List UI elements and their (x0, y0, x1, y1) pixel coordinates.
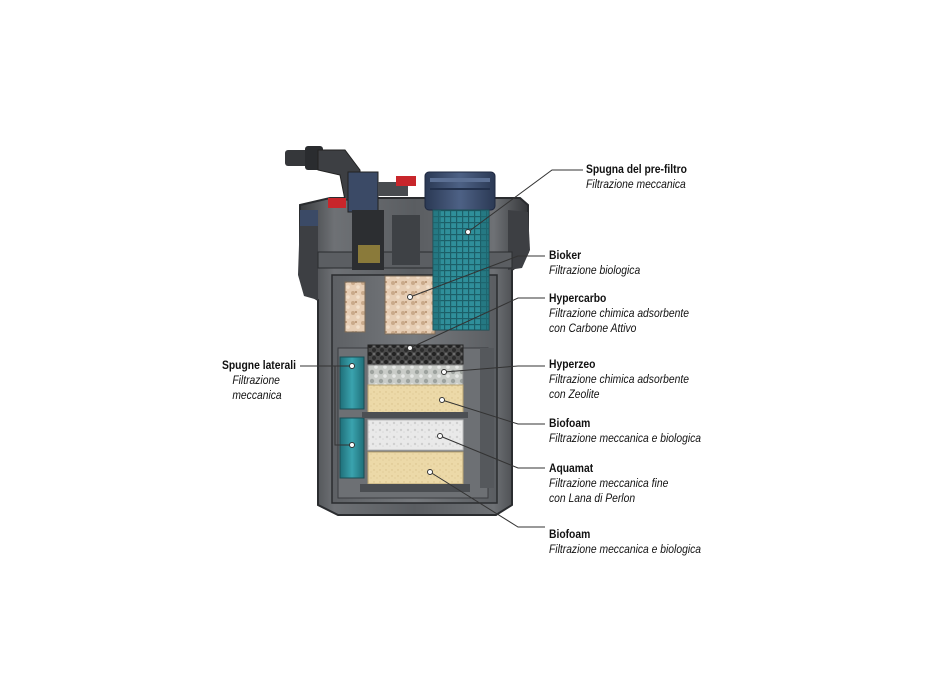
label-desc: Filtrazione meccanica (586, 177, 686, 191)
label-hyperzeo: Hyperzeo Filtrazione chimica adsorbente … (549, 357, 712, 402)
pump-assembly (285, 146, 420, 270)
label-biofoam-top: Biofoam Filtrazione meccanica e biologic… (549, 416, 726, 446)
label-aquamat: Aquamat Filtrazione meccanica fine con L… (549, 461, 688, 506)
leader-hypercarbo (409, 297, 545, 349)
leader-lines (300, 169, 583, 528)
aquamat-media (367, 419, 464, 451)
label-title: Biofoam (549, 416, 591, 430)
leader-bioker (409, 255, 545, 298)
side-sponges (339, 356, 365, 479)
label-title: Biofoam (549, 527, 591, 541)
biofoam-bottom-media (367, 451, 464, 485)
media-stack (360, 344, 470, 492)
leader-hyperzeo (443, 365, 545, 373)
label-title: Spugna del pre-filtro (586, 162, 687, 176)
label-desc-2: meccanica (232, 388, 282, 402)
label-desc: Filtrazione meccanica e biologica (549, 431, 702, 445)
label-desc-2: con Carbone Attivo (549, 321, 637, 335)
leader-biofoam-top (441, 399, 545, 425)
label-hypercarbo: Hypercarbo Filtrazione chimica adsorbent… (549, 291, 712, 336)
hyperzeo-media (367, 364, 464, 386)
label-desc: Filtrazione chimica adsorbente (549, 372, 689, 386)
leader-dots (349, 229, 471, 475)
label-bioker: Bioker Filtrazione biologica (549, 248, 655, 278)
label-prefilter: Spugna del pre-filtro Filtrazione meccan… (586, 162, 703, 192)
label-desc: Filtrazione meccanica fine (549, 476, 669, 490)
label-title: Bioker (549, 248, 582, 262)
leader-prefilter (467, 169, 583, 233)
label-biofoam-bottom: Biofoam Filtrazione meccanica e biologic… (549, 527, 726, 557)
leader-aquamat (439, 435, 545, 469)
label-title: Aquamat (549, 461, 594, 475)
hypercarbo-media (367, 344, 464, 368)
prefilter-cartridge (424, 171, 496, 331)
label-desc: Filtrazione meccanica e biologica (549, 542, 702, 556)
biofoam-top-media (367, 384, 464, 414)
label-title: Hypercarbo (549, 291, 607, 305)
leader-side-sponges-2 (334, 366, 352, 446)
bioker-chamber (344, 275, 436, 335)
label-desc: Filtrazione chimica adsorbente (549, 306, 689, 320)
label-desc-2: con Lana di Perlon (549, 491, 636, 505)
label-title: Spugne laterali (222, 358, 296, 372)
label-desc-2: con Zeolite (549, 387, 600, 401)
label-desc: Filtrazione biologica (549, 263, 641, 277)
label-side-sponges: Spugne laterali Filtrazione meccanica (222, 358, 308, 403)
label-desc: Filtrazione (232, 373, 280, 387)
leader-biofoam-bottom (429, 471, 545, 528)
label-title: Hyperzeo (549, 357, 596, 371)
